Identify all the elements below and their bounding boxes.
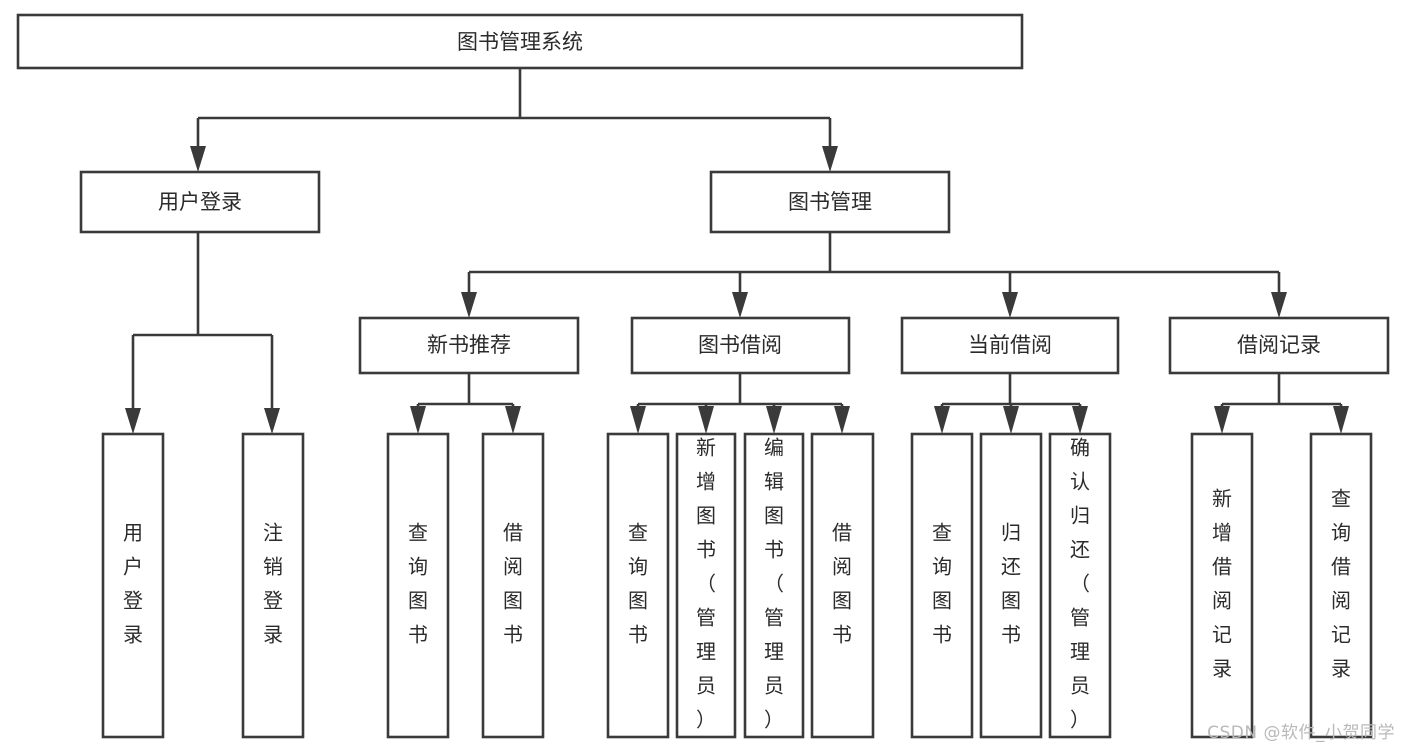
node-book-borrow-label: 图书借阅	[698, 333, 782, 357]
connector-group-bookmanage-to-level3	[461, 232, 1287, 318]
arrow-icon-userlogin-leaf-1	[125, 408, 141, 434]
leaf-label-vertical: 查询借阅记录	[1331, 487, 1351, 681]
connector-group-bookborrow-to-leaves	[630, 373, 850, 434]
arrow-icon-newbook-leaf-1	[410, 406, 426, 434]
leaf-label-vertical: 新增图书（管理员）	[696, 436, 716, 732]
node-current-borrow[interactable]: 当前借阅	[900, 316, 1120, 375]
node-book-manage-box[interactable]	[709, 170, 951, 234]
leaf-box[interactable]	[979, 432, 1043, 739]
leaf-box[interactable]	[606, 432, 670, 739]
arrow-icon-user-login	[190, 146, 206, 172]
leaf-node-user-logout[interactable]: 注销登录	[241, 432, 305, 739]
leaf-box[interactable]	[386, 432, 450, 739]
leaf-node-borrowrecord-query-record[interactable]: 查询借阅记录	[1309, 432, 1373, 739]
leaf-box[interactable]	[1190, 432, 1254, 739]
node-user-login-label: 用户登录	[158, 190, 242, 214]
leaf-node-bookborrow-query-book[interactable]: 查询图书	[606, 432, 670, 739]
leaf-box[interactable]	[241, 432, 305, 739]
leaf-box[interactable]	[481, 432, 545, 739]
leaf-label-vertical: 查询图书	[628, 521, 648, 647]
node-current-borrow-box[interactable]	[900, 316, 1120, 375]
arrow-icon-newbook	[461, 292, 477, 318]
node-borrow-record[interactable]: 借阅记录	[1168, 316, 1390, 375]
arrow-icon-userlogin-leaf-2	[264, 408, 280, 434]
leaf-label-vertical: 注销登录	[263, 521, 283, 647]
arrow-icon-bookborrow-leaf-3	[766, 406, 782, 434]
leaf-box[interactable]	[1309, 432, 1373, 739]
leaf-box[interactable]	[810, 432, 875, 739]
leaf-node-bookborrow-add-book-admin[interactable]: 新增图书（管理员）	[675, 432, 737, 739]
leaf-label-vertical: 借阅图书	[503, 521, 523, 647]
leaf-node-newbook-query-book[interactable]: 查询图书	[386, 432, 450, 739]
leaf-box[interactable]	[675, 432, 737, 739]
leaf-label-vertical: 编辑图书（管理员）	[764, 436, 784, 732]
node-new-book-recommend-label: 新书推荐	[427, 333, 511, 357]
leaf-label-vertical: 新增借阅记录	[1212, 487, 1232, 681]
leaf-label-vertical: 查询图书	[932, 521, 952, 647]
node-user-login-box[interactable]	[79, 170, 321, 234]
node-book-manage[interactable]: 图书管理	[709, 170, 951, 234]
arrow-icon-borrowrecord	[1271, 292, 1287, 318]
leaf-node-currentborrow-query-book[interactable]: 查询图书	[910, 432, 974, 739]
node-borrow-record-box[interactable]	[1168, 316, 1390, 375]
leaf-label-vertical: 归还图书	[1001, 521, 1021, 647]
arrow-icon-currentborrow-leaf-1	[934, 406, 950, 434]
arrow-icon-book-manage	[822, 146, 838, 172]
node-book-manage-label: 图书管理	[788, 190, 872, 214]
leaf-box[interactable]	[743, 432, 805, 739]
node-book-borrow[interactable]: 图书借阅	[630, 316, 851, 375]
node-user-login[interactable]: 用户登录	[79, 170, 321, 234]
leaf-label-vertical: 查询图书	[408, 521, 428, 647]
node-root-box[interactable]	[16, 13, 1024, 70]
connector-group-userlogin-to-leaves	[125, 232, 280, 434]
connector-group-newbook-to-leaves	[410, 373, 521, 434]
leaf-node-bookborrow-borrow-book[interactable]: 借阅图书	[810, 432, 875, 739]
node-root-system[interactable]: 图书管理系统	[16, 13, 1024, 70]
leaf-box[interactable]	[910, 432, 974, 739]
node-root-label: 图书管理系统	[457, 30, 583, 54]
leaf-node-currentborrow-return-book[interactable]: 归还图书	[979, 432, 1043, 739]
arrow-icon-bookborrow	[732, 292, 748, 318]
connector-group-currentborrow-to-leaves	[934, 373, 1088, 434]
arrow-icon-bookborrow-leaf-1	[630, 406, 646, 434]
arrow-icon-borrowrecord-leaf-2	[1333, 406, 1349, 434]
arrow-icon-newbook-leaf-2	[505, 406, 521, 434]
leaf-node-newbook-borrow-book[interactable]: 借阅图书	[481, 432, 545, 739]
leaf-node-user-login-signin[interactable]: 用户登录	[101, 432, 165, 739]
arrow-icon-borrowrecord-leaf-1	[1214, 406, 1230, 434]
leaf-label-vertical: 用户登录	[123, 521, 143, 647]
arrow-icon-currentborrow	[1002, 292, 1018, 318]
leaf-box[interactable]	[1048, 432, 1112, 739]
arrow-icon-bookborrow-leaf-4	[834, 406, 850, 434]
arrow-icon-currentborrow-leaf-2	[1003, 406, 1019, 434]
connector-group-root-to-level2	[190, 68, 838, 172]
leaf-node-bookborrow-edit-book-admin[interactable]: 编辑图书（管理员）	[743, 432, 805, 739]
node-new-book-recommend-box[interactable]	[358, 316, 580, 375]
node-borrow-record-label: 借阅记录	[1237, 333, 1321, 357]
arrow-icon-currentborrow-leaf-3	[1072, 406, 1088, 434]
node-current-borrow-label: 当前借阅	[968, 333, 1052, 357]
node-new-book-recommend[interactable]: 新书推荐	[358, 316, 580, 375]
arrow-icon-bookborrow-leaf-2	[698, 406, 714, 434]
node-book-borrow-box[interactable]	[630, 316, 851, 375]
leaf-node-borrowrecord-add-record[interactable]: 新增借阅记录	[1190, 432, 1254, 739]
leaf-node-currentborrow-confirm-return-admin[interactable]: 确认归还（管理员）	[1048, 432, 1112, 739]
leaf-label-vertical: 确认归还（管理员）	[1070, 436, 1090, 732]
leaf-label-vertical: 借阅图书	[832, 521, 852, 647]
connector-group-borrowrecord-to-leaves	[1214, 373, 1349, 434]
leaf-box[interactable]	[101, 432, 165, 739]
